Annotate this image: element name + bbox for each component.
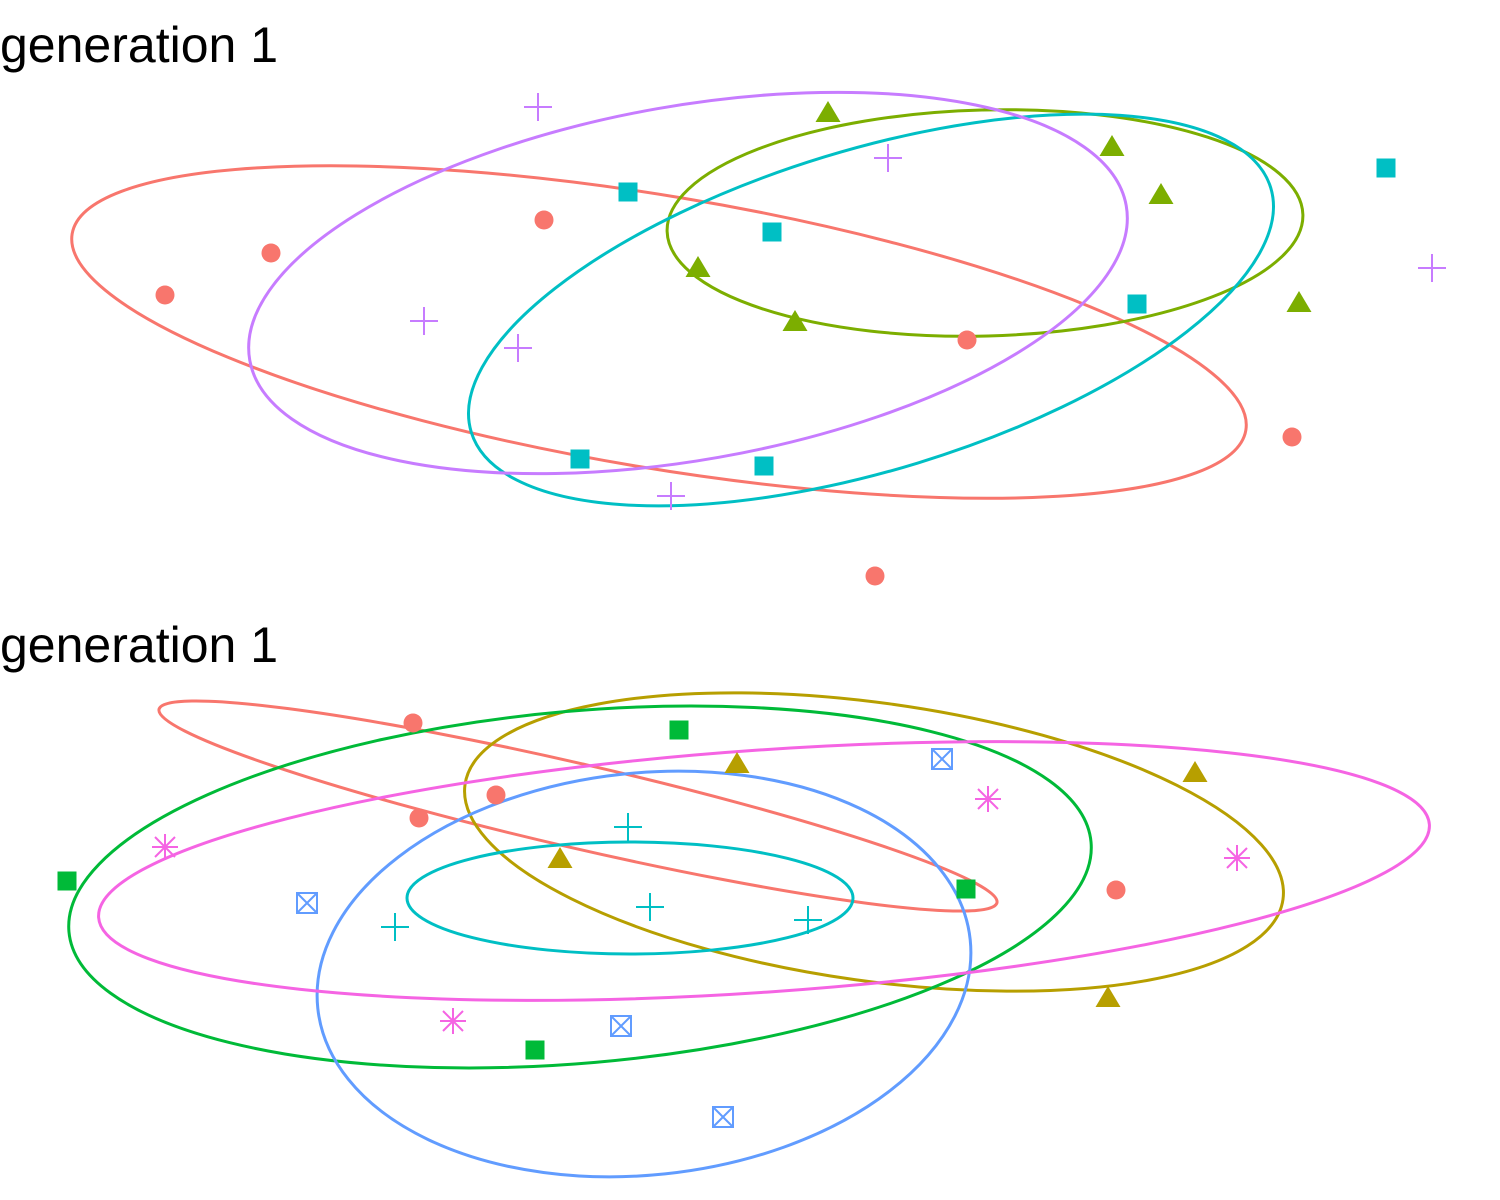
series-1-point-2 (261, 243, 281, 263)
series-1-point-3 (534, 210, 554, 230)
series-2-point-3 (1148, 183, 1174, 204)
series-3-point-5 (570, 449, 590, 469)
series-3-point-4 (1127, 294, 1147, 314)
series-6-point-4 (440, 1008, 466, 1034)
series-4-point-1 (614, 813, 642, 841)
series-1-point-4 (957, 330, 977, 350)
series-2-point-1 (724, 752, 750, 773)
series-1-point-6 (865, 566, 885, 586)
series-6-point-3 (1224, 845, 1250, 871)
series-4-point-3 (1418, 254, 1446, 282)
series-1-point-1 (155, 285, 175, 305)
series-1-point-3 (409, 808, 429, 828)
series-2-ellipse (665, 108, 1305, 338)
series-2-point-3 (547, 847, 573, 868)
series-3-point-3 (956, 879, 976, 899)
series-4-point-3 (381, 913, 409, 941)
series-2-ellipse (463, 691, 1285, 993)
series-1-point-4 (1106, 880, 1126, 900)
series-5-point-1 (931, 748, 953, 770)
series-6-point-2 (975, 786, 1001, 812)
series-4-point-2 (636, 893, 664, 921)
series-6-point-1 (152, 834, 178, 860)
series-1-point-1 (403, 713, 423, 733)
series-5-ellipse (315, 769, 973, 1179)
series-4-point-4 (410, 307, 438, 335)
series-3-point-4 (525, 1040, 545, 1060)
series-1-ellipse (70, 164, 1248, 500)
bottom-panel-title: generation 1 (0, 617, 279, 673)
series-2-point-1 (815, 101, 841, 122)
series-3-point-2 (57, 871, 77, 891)
series-2-point-2 (1182, 761, 1208, 782)
series-4-ellipse (247, 90, 1129, 476)
series-5-point-4 (712, 1106, 734, 1128)
series-5-point-2 (296, 892, 318, 914)
series-2-point-2 (1099, 135, 1125, 156)
top-panel: generation 1 (0, 17, 1446, 586)
series-3-point-1 (669, 720, 689, 740)
series-3-point-2 (762, 222, 782, 242)
series-3-point-6 (754, 456, 774, 476)
series-4-point-5 (504, 334, 532, 362)
series-6-ellipse (97, 740, 1431, 1002)
series-3-ellipse (67, 704, 1093, 1070)
series-4-point-6 (657, 482, 685, 510)
series-1-point-2 (486, 785, 506, 805)
series-4-ellipse (405, 840, 855, 956)
series-2-point-6 (1286, 291, 1312, 312)
series-3-point-1 (618, 182, 638, 202)
series-4-point-4 (794, 906, 822, 934)
series-3-ellipse (467, 112, 1275, 508)
bottom-scatter-plot (57, 691, 1431, 1179)
series-5-point-3 (610, 1015, 632, 1037)
series-3-point-3 (1376, 158, 1396, 178)
series-2-point-4 (685, 256, 711, 277)
top-scatter-plot (70, 90, 1446, 586)
top-panel-title: generation 1 (0, 17, 279, 73)
series-2-point-4 (1095, 986, 1121, 1007)
series-1-point-5 (1282, 427, 1302, 447)
series-4-point-2 (874, 144, 902, 172)
series-4-point-1 (524, 93, 552, 121)
bottom-panel: generation 1 (0, 600, 1500, 1200)
series-2-point-5 (782, 310, 808, 331)
